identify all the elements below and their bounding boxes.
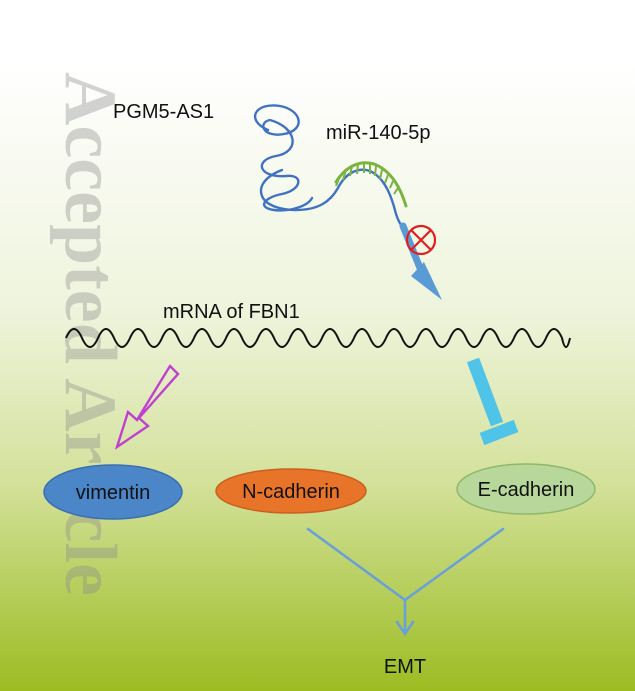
block-icon [405,224,437,256]
mirna-label: miR-140-5p [326,122,430,144]
mirna-base-pairs [335,163,399,195]
lncrna-strand-lower [259,168,404,228]
emt-label: EMT [384,656,426,678]
node-n-cadherin: N-cadherin [215,468,367,514]
vimentin-label: vimentin [76,482,150,504]
node-vimentin: vimentin [43,464,183,520]
lncrna-label: PGM5-AS1 [113,101,214,123]
node-e-cadherin: E-cadherin [456,463,596,515]
upregulate-arrow [114,364,180,450]
inhibition-bar [466,357,519,446]
mrna-strand [65,328,571,348]
mirna-to-mrna-arrow [399,222,442,300]
lncrna-strand [254,104,314,212]
mrna-label: mRNA of FBN1 [163,301,300,323]
n-cadherin-label: N-cadherin [242,481,340,503]
e-cadherin-label: E-cadherin [478,479,575,501]
emt-connector [306,527,505,637]
